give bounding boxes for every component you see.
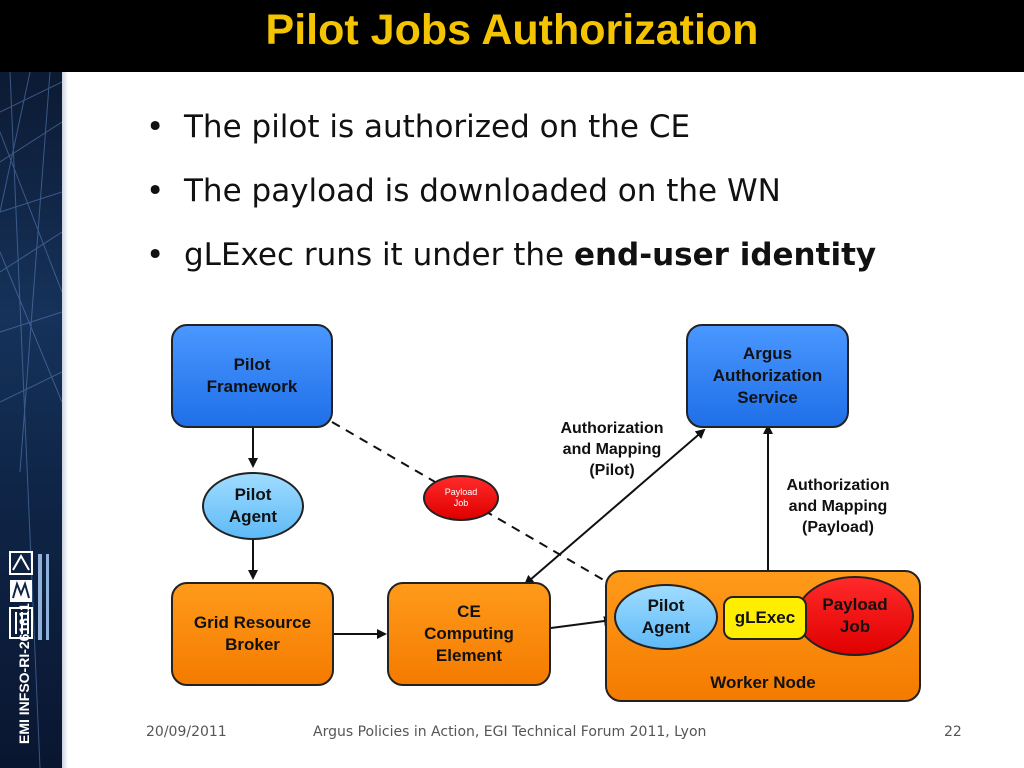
pilot-agent-left-ellipse: Pilot Agent [202,472,304,540]
bullet-bold-text: end-user identity [573,237,877,273]
pilot-framework-box: Pilot Framework [171,324,333,428]
argus-authorization-service-box: Argus Authorization Service [686,324,849,428]
bullet-item: • The payload is downloaded on the WN [146,168,876,232]
bullet-dot-icon: • [146,237,165,273]
sidebar-grid-lines [0,72,62,768]
footer-center-text: Argus Policies in Action, EGI Technical … [313,724,707,740]
bullet-item: • The pilot is authorized on the CE [146,104,876,168]
title-bar [0,0,1024,72]
payload-job-wn-ellipse: Payload Job [796,576,914,656]
sidebar-edge [62,72,68,768]
auth-mapping-payload-label: Authorization and Mapping (Payload) [786,477,890,536]
slide-title: Pilot Jobs Authorization [265,6,759,54]
bullet-list: • The pilot is authorized on the CE • The … [146,104,876,296]
grid-resource-broker-box: Grid Resource Broker [171,582,334,686]
bullet-item: • gLExec runs it under the end-user ident… [146,232,876,296]
arrow-ce-to-pilot-agent [550,616,614,629]
ce-computing-element-box: CE Computing Element [387,582,551,686]
glexec-box: gLExec [723,596,807,640]
bullet-dot-icon: • [146,109,165,145]
bullet-dot-icon: • [146,173,165,209]
bullet-text: The payload is downloaded on the WN [184,173,781,209]
emi-logo-icon [9,551,49,640]
footer-page-number: 22 [944,724,962,740]
sidebar-decoration [0,72,62,768]
worker-node-label: Worker Node [710,673,816,692]
payload-job-small-ellipse: Payload Job [423,475,499,521]
footer-date: 20/09/2011 [146,724,227,740]
bullet-text: gLExec runs it under the [184,237,574,273]
bullet-text: The pilot is authorized on the CE [184,109,691,145]
auth-mapping-pilot-label: Authorization and Mapping (Pilot) [560,420,664,479]
pilot-agent-wn-ellipse: Pilot Agent [614,584,718,650]
